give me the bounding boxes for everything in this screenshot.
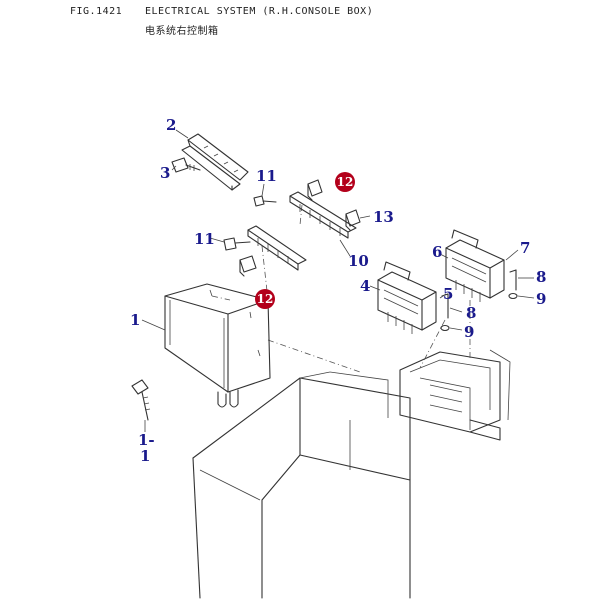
bolt-part-3	[171, 157, 201, 173]
callout-4: 4	[360, 277, 370, 295]
figure-number: FIG.1421	[70, 6, 123, 17]
connector-block-part-6	[445, 229, 505, 302]
leader-lines	[141, 129, 535, 432]
screw-part-8-right	[509, 269, 517, 291]
callout-11-lower: 11	[194, 230, 215, 248]
terminal-rail-part-2	[181, 133, 249, 191]
badge-circle	[255, 289, 275, 309]
callout-12-upper: 12	[337, 175, 354, 189]
callout-7: 7	[520, 239, 530, 257]
case-part-1	[164, 283, 271, 408]
callout-9-left: 9	[464, 323, 474, 341]
figure-title: ELECTRICAL SYSTEM (R.H.CONSOLE BOX)	[145, 6, 374, 17]
callout-3: 3	[160, 164, 170, 182]
callout-12-lower: 12	[257, 292, 274, 306]
badge-circle	[335, 172, 355, 192]
callout-12-upper-badge: 12	[335, 172, 355, 192]
figure-subtitle: 电系统右控制箱	[145, 26, 219, 37]
terminal-block-lower	[247, 225, 307, 271]
relay-part-13	[345, 209, 361, 231]
console-box-housing	[192, 371, 411, 599]
callout-5: 5	[443, 285, 453, 303]
screw-part-11-upper	[253, 195, 277, 207]
screw-part-11-lower	[223, 237, 251, 251]
callout-8-left: 8	[466, 304, 476, 322]
terminal-block-upper	[289, 191, 357, 239]
callout-9-right: 9	[536, 290, 546, 308]
callout-2: 2	[166, 116, 176, 134]
callout-11-upper: 11	[256, 167, 277, 185]
relay-upper	[307, 179, 323, 201]
mounting-bracket	[399, 349, 511, 441]
alignment-lines	[211, 204, 471, 373]
callout-1-1-bottom: 1	[140, 447, 150, 465]
relay-lower	[239, 255, 257, 277]
washer-part-9-right	[508, 292, 518, 300]
callout-8-right: 8	[536, 268, 546, 286]
callout-10: 10	[348, 252, 369, 270]
callout-labels: 2 3 11 11 1 1- 1 10 13 4 5 6 7 8 9 8 9	[130, 116, 546, 465]
callout-6: 6	[432, 243, 442, 261]
callout-12-lower-badge: 12	[255, 289, 275, 309]
callout-1: 1	[130, 311, 140, 329]
callout-1-1-top: 1-	[138, 431, 155, 449]
callout-13: 13	[373, 208, 394, 226]
washer-part-9-left	[440, 324, 450, 332]
screw-part-1-1	[131, 379, 151, 421]
connector-block-part-4	[377, 261, 437, 334]
